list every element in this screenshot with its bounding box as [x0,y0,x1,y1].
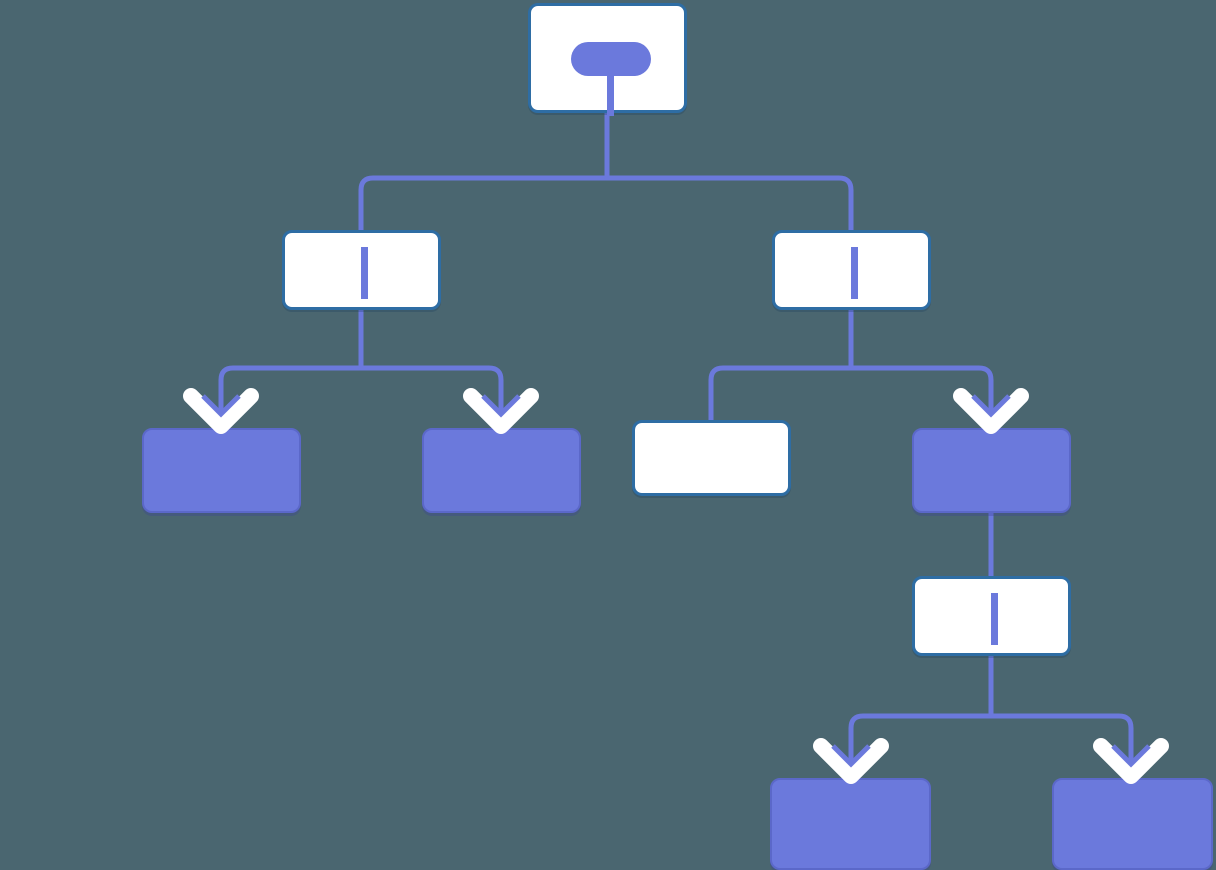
node-l3-a[interactable] [912,576,1071,656]
node-l2-b[interactable] [422,428,581,513]
node-root[interactable] [528,3,687,116]
node-l4-b[interactable] [1052,778,1213,870]
node-l4-a[interactable] [770,778,931,870]
node-passthrough-line [361,247,368,299]
node-l1-right[interactable] [772,230,931,310]
node-stem-line [607,72,614,116]
node-l2-a[interactable] [142,428,301,513]
node-passthrough-line [851,247,858,299]
node-l1-left[interactable] [282,230,441,310]
node-l2-d[interactable] [912,428,1071,513]
node-passthrough-line [991,593,998,645]
node-l2-c[interactable] [632,420,791,496]
node-pill-icon [571,42,651,76]
